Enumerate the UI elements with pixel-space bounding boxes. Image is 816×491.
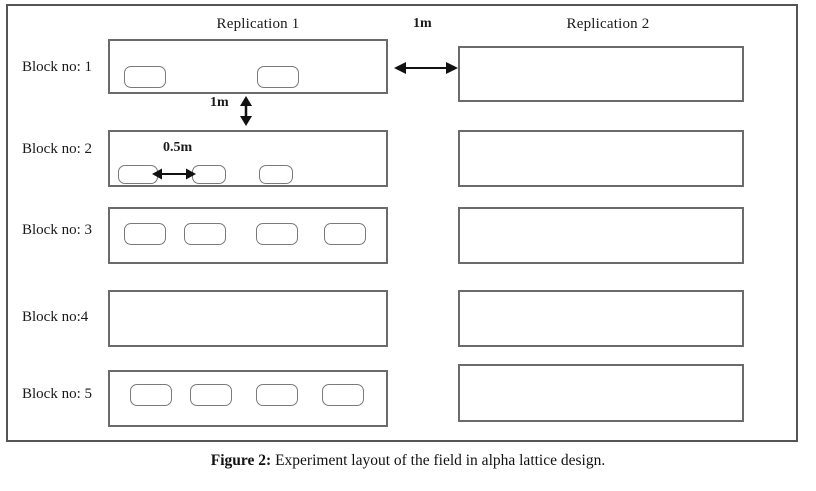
plot	[184, 223, 226, 245]
plot	[124, 223, 166, 245]
dimension-label-between-replications: 1m	[413, 16, 432, 31]
plot	[322, 384, 364, 406]
dimension-label-between-blocks: 1m	[210, 95, 229, 110]
plot	[256, 384, 298, 406]
rep1-block-4	[108, 290, 388, 347]
rep2-block-3	[458, 207, 744, 264]
replication-2-title: Replication 2	[566, 16, 650, 32]
plot	[192, 165, 226, 184]
dimension-label-between-plots: 0.5m	[163, 140, 193, 155]
replication-1-title: Replication 1	[216, 16, 300, 32]
block-label-2: Block no: 2	[22, 141, 92, 157]
figure-caption-text: Experiment layout of the field in alpha …	[271, 452, 606, 469]
block-label-4: Block no:4	[22, 309, 89, 325]
rep1-block-1	[108, 39, 388, 94]
horizontal-double-arrow-icon	[394, 62, 458, 74]
plot	[259, 165, 293, 184]
plot	[190, 384, 232, 406]
plot	[324, 223, 366, 245]
rep2-block-4	[458, 290, 744, 347]
plot	[130, 384, 172, 406]
block-label-5: Block no: 5	[22, 386, 92, 402]
rep2-block-5	[458, 364, 744, 422]
block-label-3: Block no: 3	[22, 222, 92, 238]
figure-caption: Figure 2: Experiment layout of the field…	[0, 452, 816, 470]
plot	[256, 223, 298, 245]
rep1-block-3	[108, 207, 388, 264]
rep2-block-1	[458, 46, 744, 102]
vertical-double-arrow-icon	[240, 96, 252, 126]
rep1-block-5	[108, 370, 388, 427]
plot-spacing-double-arrow-icon	[152, 168, 196, 180]
figure-border: Replication 1 Replication 2 Block no: 1 …	[6, 4, 798, 442]
plot	[124, 66, 166, 88]
rep1-block-2	[108, 130, 388, 187]
block-label-1: Block no: 1	[22, 59, 92, 75]
figure-caption-label: Figure 2:	[210, 452, 272, 469]
plot	[257, 66, 299, 88]
rep2-block-2	[458, 130, 744, 187]
